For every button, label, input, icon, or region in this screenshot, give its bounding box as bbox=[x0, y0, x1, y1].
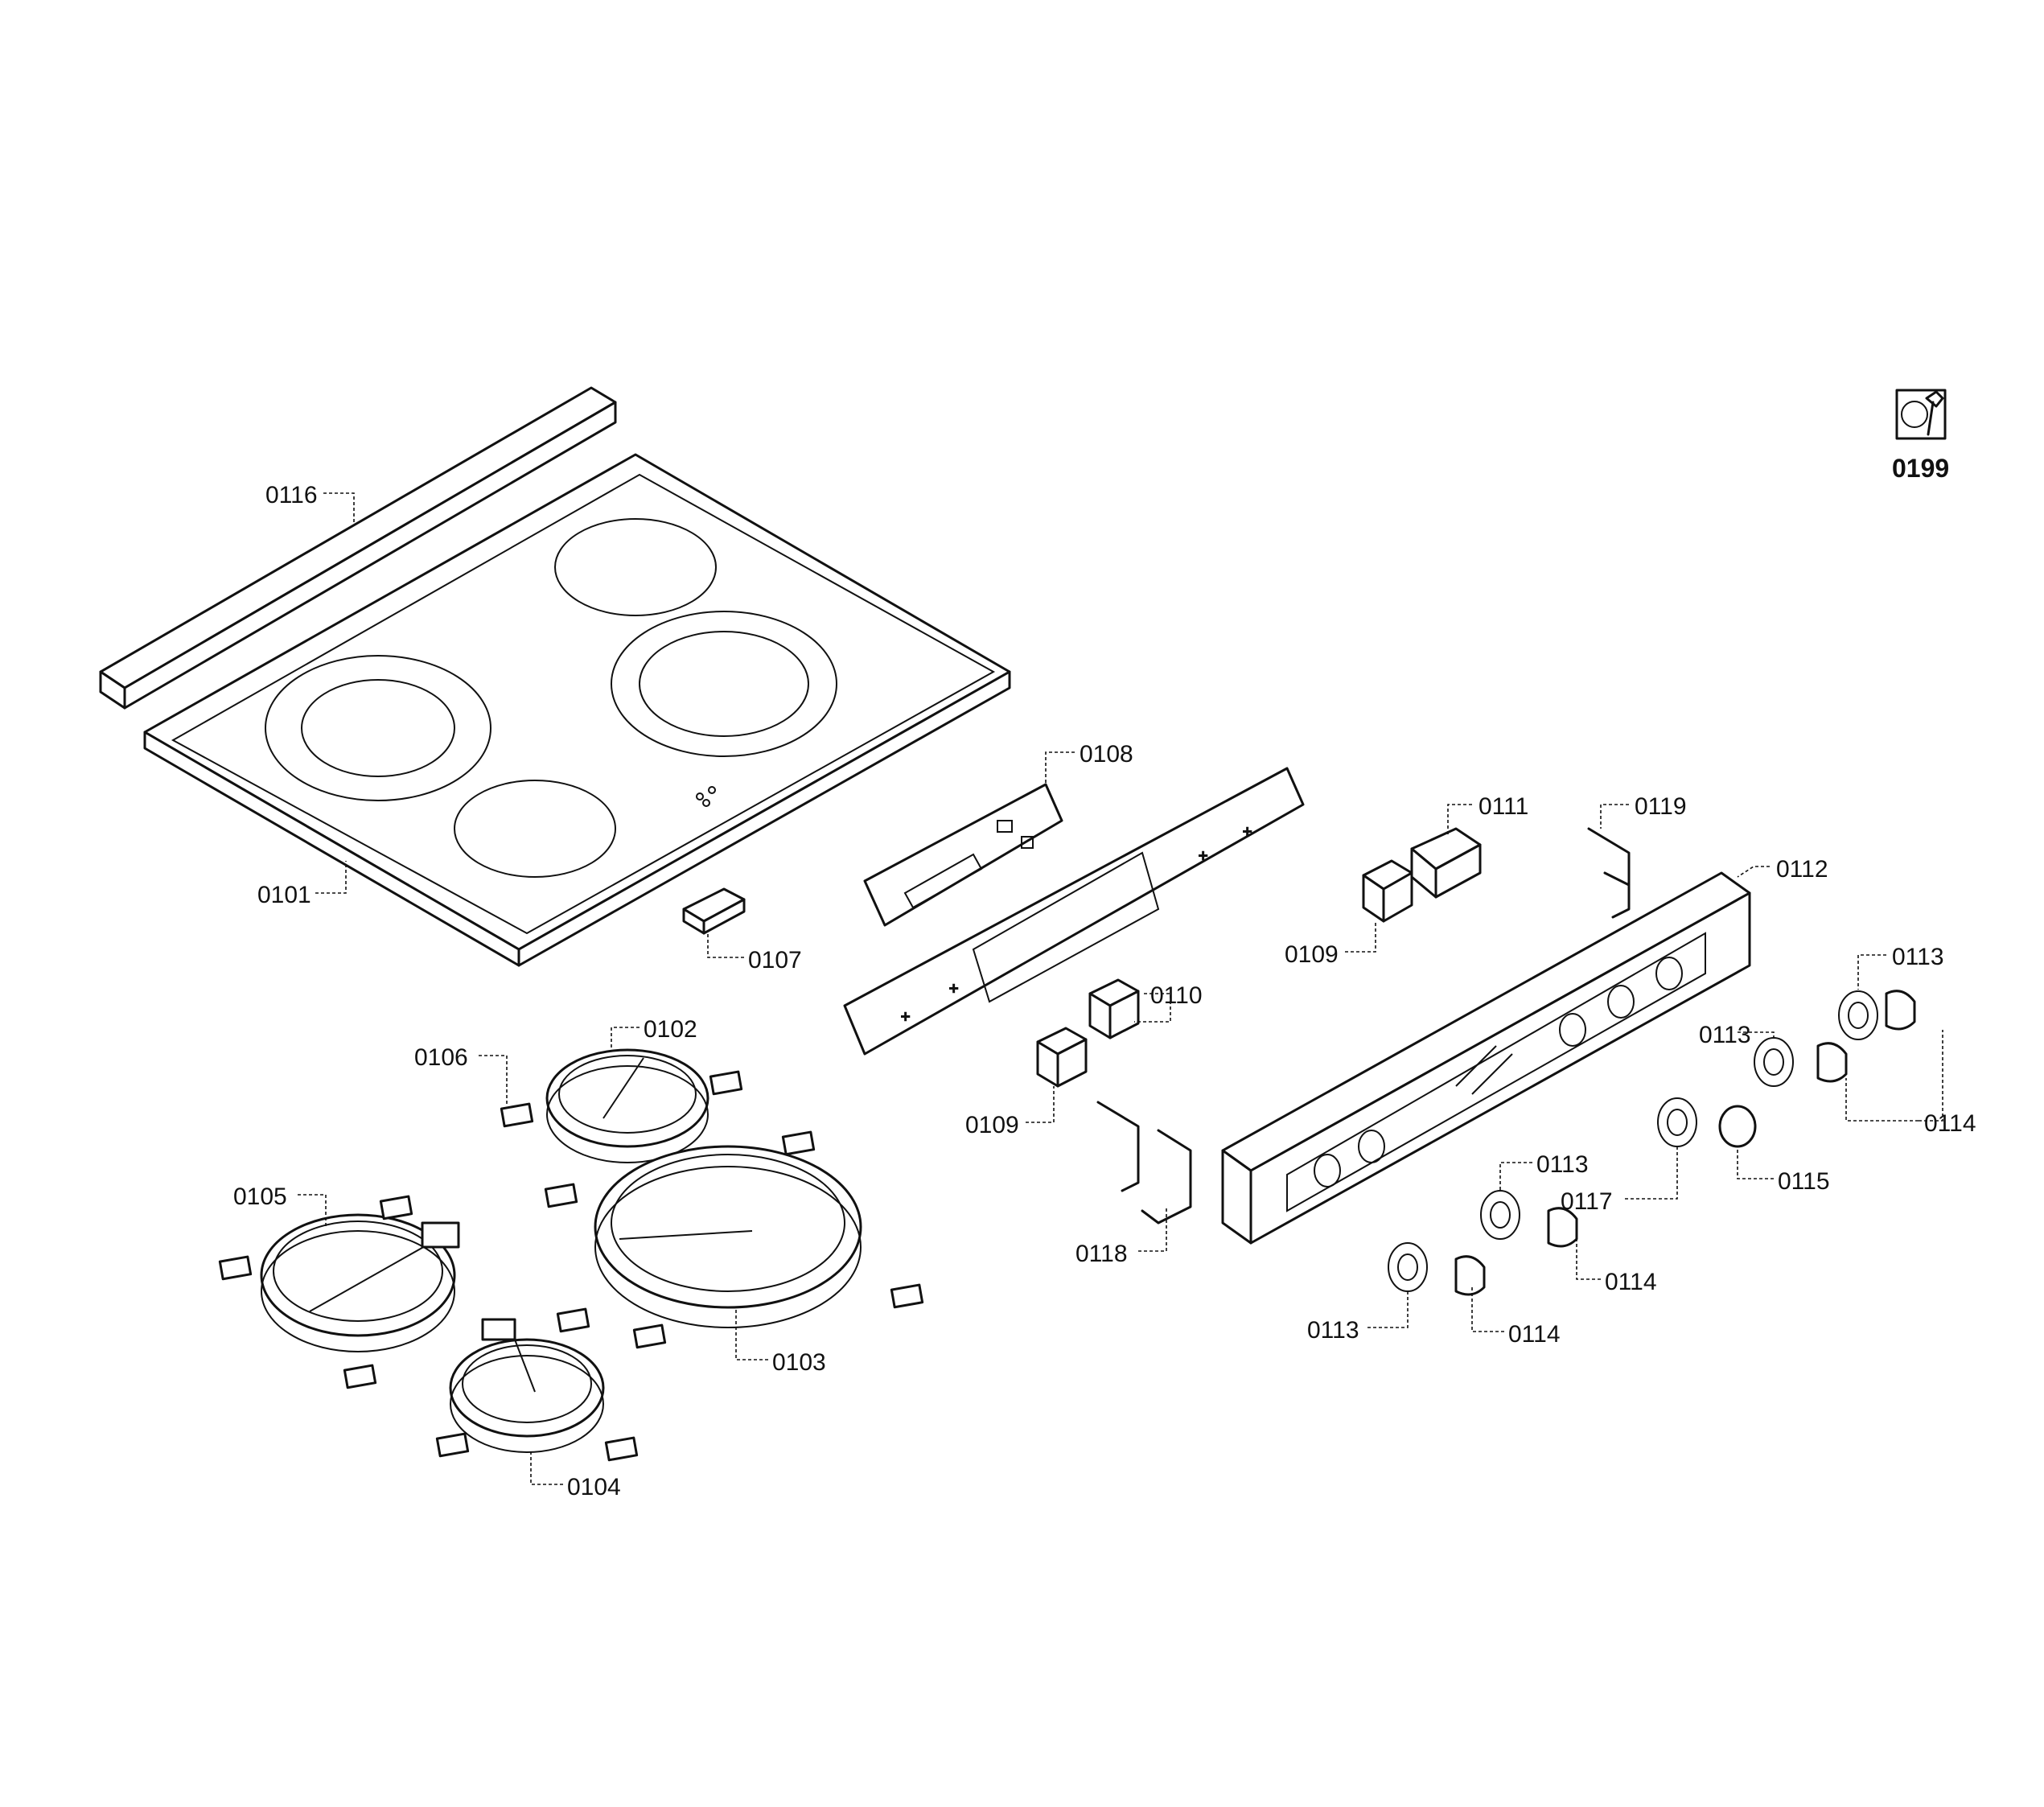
callout-0113-b: 0113 bbox=[1699, 1022, 1751, 1048]
callout-0113-d: 0113 bbox=[1307, 1317, 1359, 1344]
callout-0105: 0105 bbox=[233, 1183, 287, 1210]
callout-0104: 0104 bbox=[567, 1474, 621, 1500]
svg-text:+: + bbox=[1199, 847, 1207, 865]
part-0113-bezel bbox=[1480, 1190, 1520, 1240]
callout-0101: 0101 bbox=[257, 882, 311, 908]
part-0115-knob bbox=[1718, 1105, 1757, 1148]
part-0102-heating-element bbox=[545, 1048, 709, 1163]
part-0108-control-board bbox=[863, 783, 1063, 927]
part-0113-bezel bbox=[1754, 1037, 1794, 1087]
part-0106-mounting-clips bbox=[218, 1070, 924, 1462]
part-0104-heating-element bbox=[449, 1318, 605, 1453]
part-control-panel-rear-plate: + + + + bbox=[843, 767, 1305, 1056]
callout-0115: 0115 bbox=[1778, 1168, 1830, 1195]
callout-0117: 0117 bbox=[1561, 1188, 1613, 1215]
callout-0116: 0116 bbox=[265, 482, 318, 508]
callout-0108: 0108 bbox=[1080, 741, 1133, 768]
callout-0111: 0111 bbox=[1479, 793, 1528, 820]
part-0109-upper-switch bbox=[1362, 859, 1413, 923]
callout-0102: 0102 bbox=[644, 1016, 697, 1043]
part-0117-bezel bbox=[1657, 1097, 1697, 1147]
part-0119-bracket bbox=[1587, 827, 1631, 919]
callout-0119: 0119 bbox=[1635, 793, 1687, 820]
part-0105-heating-element bbox=[260, 1213, 460, 1352]
callout-0110: 0110 bbox=[1150, 982, 1203, 1009]
part-0116-trim-strip bbox=[99, 386, 617, 710]
callout-0114-a: 0114 bbox=[1924, 1110, 1976, 1137]
callout-0199: 0199 bbox=[1892, 454, 1949, 483]
callout-0113-c: 0113 bbox=[1536, 1151, 1589, 1178]
svg-text:+: + bbox=[949, 980, 958, 998]
svg-text:+: + bbox=[1243, 823, 1252, 841]
part-0101-glass-cooktop bbox=[143, 453, 1011, 967]
svg-text:+: + bbox=[901, 1008, 910, 1026]
callout-0107: 0107 bbox=[748, 947, 802, 973]
part-0103-heating-element bbox=[594, 1145, 862, 1328]
callout-0109-upper: 0109 bbox=[1285, 941, 1339, 968]
callout-0114-c: 0114 bbox=[1508, 1321, 1561, 1348]
part-0112-control-panel bbox=[1221, 871, 1751, 1245]
part-0111-switch bbox=[1410, 827, 1482, 899]
callout-0106: 0106 bbox=[414, 1044, 468, 1071]
callout-0112: 0112 bbox=[1776, 856, 1828, 883]
part-0114-knob bbox=[1454, 1255, 1486, 1296]
callout-0109-lower: 0109 bbox=[965, 1112, 1019, 1138]
callout-0103: 0103 bbox=[772, 1349, 826, 1376]
callout-0118: 0118 bbox=[1075, 1241, 1128, 1267]
callout-0114-b: 0114 bbox=[1605, 1269, 1657, 1295]
part-0110-switch bbox=[1088, 978, 1140, 1039]
leader-lines bbox=[298, 492, 1943, 1485]
part-0107-terminal-block bbox=[682, 887, 746, 935]
part-0118-bracket bbox=[1096, 1101, 1192, 1225]
part-0114-knob bbox=[1816, 1042, 1848, 1083]
part-0114-knob bbox=[1885, 990, 1916, 1031]
wrench-tool-icon bbox=[1895, 389, 1947, 440]
part-0113-bezel bbox=[1388, 1242, 1428, 1292]
part-0113-bezel bbox=[1838, 990, 1878, 1040]
part-0109-lower-switch bbox=[1036, 1027, 1088, 1088]
callout-0113-a: 0113 bbox=[1892, 944, 1944, 970]
